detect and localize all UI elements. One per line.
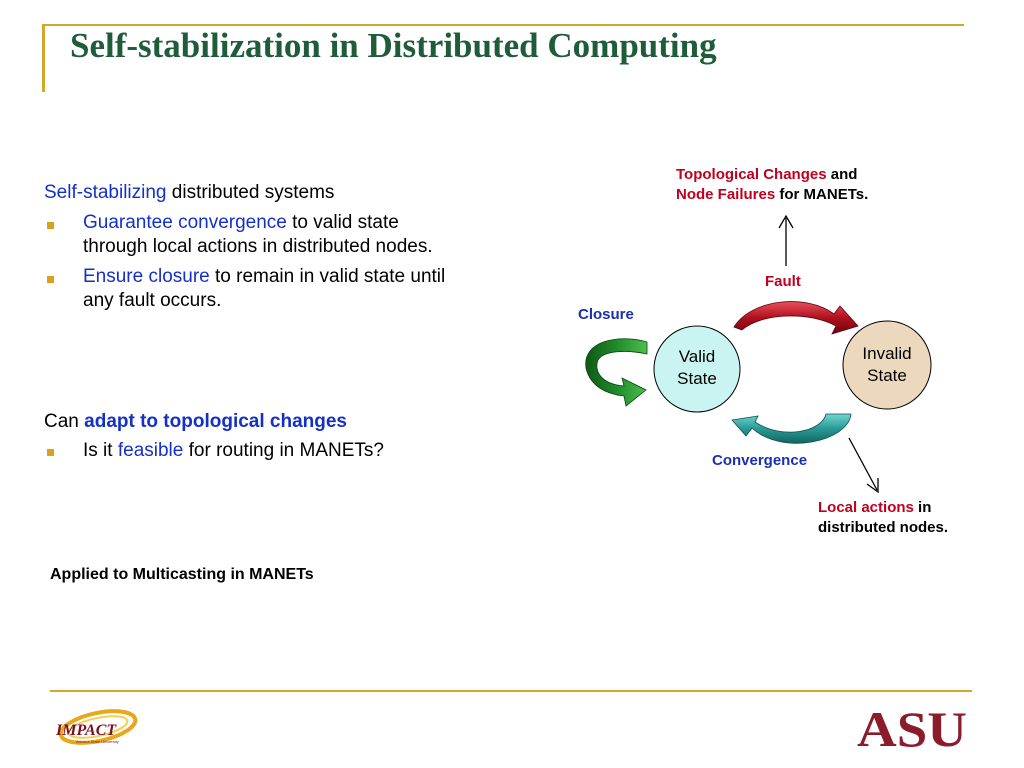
closure-term: Ensure closure	[83, 266, 210, 287]
title-frame-left	[42, 26, 45, 92]
impact-logo-text: IMPACT	[55, 722, 117, 739]
asu-logo-text: ASU	[857, 701, 967, 752]
feasible-term: feasible	[117, 440, 184, 461]
impact-logo: IMPACT Arizona State University	[55, 709, 138, 745]
self-stabilizing-term: Self-stabilizing	[44, 182, 167, 203]
down-arrow-line	[848, 437, 878, 491]
bullet-text-line2: any fault occurs.	[83, 290, 222, 311]
top-note: Topological Changes and Node Failures fo…	[676, 165, 868, 205]
invalid-state-circle	[842, 320, 932, 410]
bullet-icon	[47, 222, 54, 229]
bullet-closure: Ensure closure to remain in valid state …	[83, 265, 445, 313]
footer-rule	[50, 690, 972, 692]
valid-state-circle	[653, 325, 741, 413]
bullet-icon	[47, 449, 54, 456]
closure-arrow	[585, 338, 648, 407]
valid-line1: Valid	[678, 347, 716, 366]
adapt-term: adapt to topological changes	[84, 411, 347, 432]
para-adapt: Can adapt to topological changes	[44, 410, 347, 434]
valid-state-label: Valid State	[655, 346, 739, 390]
fault-arrow	[733, 301, 859, 335]
note-text-line2: distributed nodes.	[818, 519, 949, 536]
up-arrow-head	[778, 214, 794, 229]
slide-title: Self-stabilization in Distributed Comput…	[70, 26, 717, 65]
bullet-text: to remain in valid state until	[209, 266, 446, 287]
bullet-text: for routing in MANETs?	[183, 440, 384, 461]
bullet-text-line2: through local actions in distributed nod…	[83, 236, 433, 257]
fault-label: Fault	[765, 273, 801, 290]
convergence-term: Guarantee convergence	[83, 212, 287, 233]
asu-logo: ASU	[857, 701, 967, 752]
bullet-lead: Is it	[83, 440, 118, 461]
invalid-state-label: Invalid State	[843, 343, 931, 387]
para-lead: Can	[44, 411, 85, 432]
local-actions-term: Local actions	[818, 499, 914, 516]
node-failures-term: Node Failures	[676, 186, 776, 203]
bullet-icon	[47, 276, 54, 283]
down-arrow-head	[866, 478, 879, 494]
closure-label: Closure	[578, 306, 634, 323]
bullet-text: to valid state	[286, 212, 399, 233]
para-text: distributed systems	[166, 182, 335, 203]
note-text: and	[826, 166, 858, 183]
valid-line2: State	[677, 369, 717, 388]
title-frame-top	[42, 24, 964, 26]
convergence-arrow	[731, 413, 852, 444]
para-self-stabilizing: Self-stabilizing distributed systems	[44, 181, 334, 205]
note-text: in	[913, 499, 932, 516]
convergence-label: Convergence	[712, 452, 808, 469]
note-text: for MANETs.	[775, 186, 869, 203]
bottom-note: Local actions in distributed nodes.	[818, 498, 948, 538]
invalid-line2: State	[867, 366, 907, 385]
applied-note: Applied to Multicasting in MANETs	[50, 566, 314, 583]
topological-changes-term: Topological Changes	[676, 166, 827, 183]
bullet-feasible: Is it feasible for routing in MANETs?	[83, 439, 384, 463]
bullet-convergence: Guarantee convergence to valid state thr…	[83, 211, 433, 259]
impact-logo-subtext: Arizona State University	[76, 739, 119, 744]
invalid-line1: Invalid	[862, 344, 912, 363]
